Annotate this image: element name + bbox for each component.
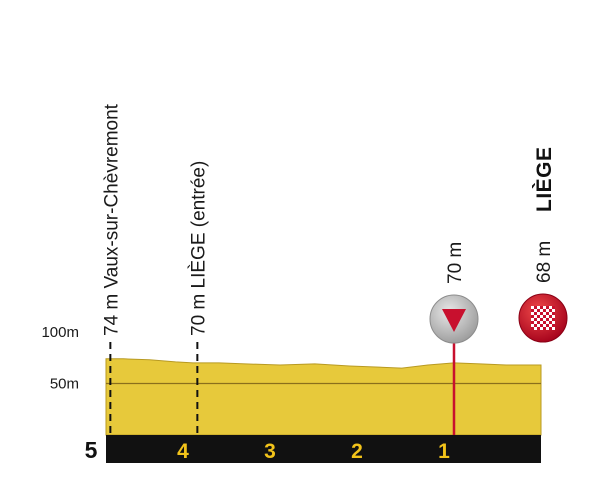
km-tick-4: 4 [177,440,189,463]
km-tick-2: 2 [351,440,363,463]
ytick-label-100: 100m [41,324,79,341]
ytick-label-50: 50m [50,376,79,393]
flamme-rouge-altitude-label: 70 m [445,242,466,284]
finish-place-label: LIÈGE [533,146,556,212]
kilometre-bar [106,435,541,463]
km-tick-1: 1 [438,440,450,463]
elevation-area [105,358,542,436]
km-tick-3: 3 [264,440,276,463]
place-label-vaux-sur-chevremont: 74 m Vaux-sur-Chèvremont [101,103,122,336]
finish-checkered-flag-icon [531,306,555,330]
place-label-liege-entree: 70 m LIÈGE (entrée) [188,161,209,336]
finish-altitude-label: 68 m [534,241,555,283]
flamme-rouge-triangle-icon [442,309,466,332]
km-tick-5: 5 [85,437,98,463]
